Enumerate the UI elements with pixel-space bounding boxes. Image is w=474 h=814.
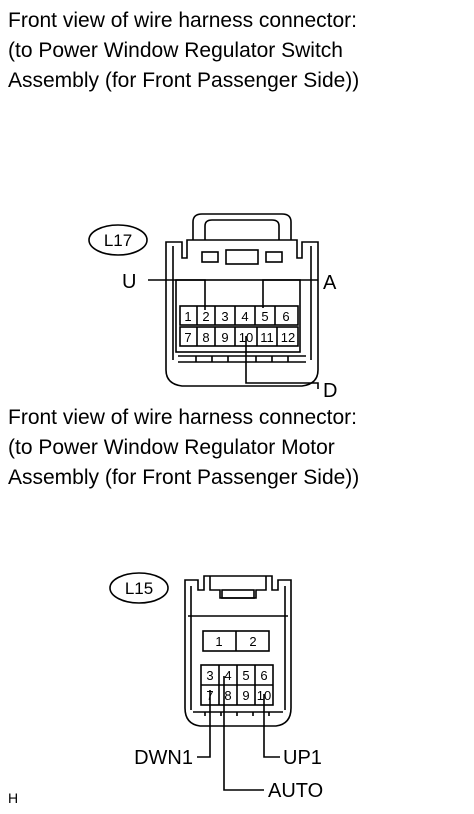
pin-dividers bbox=[218, 665, 256, 705]
pin-row-1 bbox=[179, 305, 299, 326]
pin-number: 4 bbox=[241, 309, 248, 324]
latch-slot bbox=[201, 251, 219, 263]
pin-numbers-row-2: 7 8 9 10 bbox=[206, 688, 271, 703]
figure-code-mark: H bbox=[8, 790, 19, 806]
caption-line: (to Power Window Regulator Switch bbox=[8, 39, 343, 62]
pin-number: 6 bbox=[282, 309, 289, 324]
pin-number: 4 bbox=[224, 668, 231, 683]
bottom-rib-ticks bbox=[204, 712, 270, 716]
pin-number: 1 bbox=[184, 309, 191, 324]
pin-number: 12 bbox=[281, 330, 295, 345]
connector-latch bbox=[192, 213, 292, 240]
connector-latch-inner bbox=[204, 219, 280, 240]
pin-housing bbox=[175, 279, 301, 353]
caption-line: Assembly (for Front Passenger Side)) bbox=[8, 466, 360, 489]
pin-row-2 bbox=[179, 326, 299, 347]
leader-dwn1 bbox=[197, 690, 211, 758]
latch-slot bbox=[221, 589, 255, 599]
terminal-label-dwn1: DWN1 bbox=[134, 747, 193, 769]
leader-up1 bbox=[263, 694, 280, 758]
caption-line: (to Power Window Regulator Motor bbox=[8, 436, 335, 459]
leader-auto bbox=[223, 676, 264, 791]
connector-code: L15 bbox=[125, 579, 153, 598]
pin-number: 11 bbox=[260, 330, 274, 345]
bottom-rib-ticks bbox=[195, 356, 289, 362]
caption-line: Assembly (for Front Passenger Side)) bbox=[8, 69, 360, 92]
connector-1-caption: Front view of wire harness connector: (t… bbox=[8, 6, 359, 96]
connector-code-ellipse bbox=[88, 224, 148, 256]
pin-number: 5 bbox=[261, 309, 268, 324]
pin-numbers-row-1: 3 4 5 6 bbox=[206, 668, 267, 683]
pin-number: 9 bbox=[221, 330, 228, 345]
pin-number: 5 bbox=[242, 668, 249, 683]
pin-dividers bbox=[196, 306, 276, 325]
pin-number: 10 bbox=[257, 688, 271, 703]
connector-code-ellipse bbox=[109, 572, 169, 604]
terminal-label-d: D bbox=[323, 380, 337, 402]
terminal-label-up1: UP1 bbox=[283, 747, 322, 769]
connector-l15 bbox=[109, 572, 292, 791]
connector-code: L17 bbox=[104, 231, 132, 250]
connector-2-caption: Front view of wire harness connector: (t… bbox=[8, 403, 359, 493]
connector-latch bbox=[209, 576, 267, 599]
pin-number: 9 bbox=[242, 688, 249, 703]
pin-number: 7 bbox=[206, 688, 213, 703]
leader-u bbox=[148, 279, 206, 310]
leader-a bbox=[262, 279, 318, 308]
pin-number: 7 bbox=[184, 330, 191, 345]
pin-number: 1 bbox=[215, 634, 222, 649]
leader-d bbox=[245, 336, 319, 389]
caption-line: Front view of wire harness connector: bbox=[8, 9, 357, 32]
pin-dividers bbox=[196, 327, 278, 346]
pin-number: 3 bbox=[221, 309, 228, 324]
latch-slot bbox=[265, 251, 283, 263]
connector-body bbox=[184, 575, 292, 727]
pin-number: 8 bbox=[224, 688, 231, 703]
pin-number: 10 bbox=[239, 330, 253, 345]
latch-slot bbox=[225, 249, 259, 265]
caption-line: Front view of wire harness connector: bbox=[8, 406, 357, 429]
terminal-label-auto: AUTO bbox=[268, 780, 323, 802]
pin-numbers-row-1: 1 2 3 4 5 6 bbox=[184, 309, 289, 324]
terminal-label-u: U bbox=[122, 271, 136, 293]
pin-number: 2 bbox=[249, 634, 256, 649]
pin-number: 2 bbox=[202, 309, 209, 324]
pin-number: 3 bbox=[206, 668, 213, 683]
terminal-label-a: A bbox=[323, 272, 337, 294]
pin-number: 8 bbox=[202, 330, 209, 345]
connector-l17 bbox=[88, 213, 319, 389]
pin-number: 6 bbox=[260, 668, 267, 683]
pin-numbers-row-2: 7 8 9 10 11 12 bbox=[184, 330, 295, 345]
pin-numbers-top: 1 2 bbox=[215, 634, 256, 649]
